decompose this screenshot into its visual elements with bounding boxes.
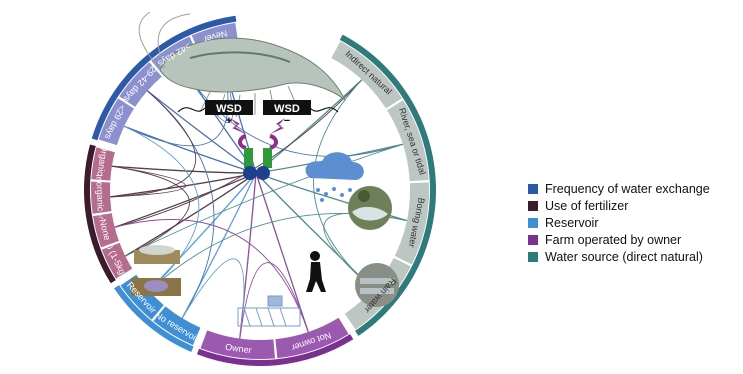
aerator-icon <box>238 296 300 326</box>
legend-item: Reservoir <box>528 214 710 231</box>
lightning-icon <box>270 118 285 134</box>
chord <box>112 166 190 256</box>
legend-label: Reservoir <box>545 216 599 230</box>
legend-item: Water source (direct natural) <box>528 248 710 265</box>
legend-item: Farm operated by owner <box>528 231 710 248</box>
legend-label: Water source (direct natural) <box>545 250 703 264</box>
wsd-negative-label: WSD <box>274 103 300 115</box>
legend: Frequency of water exchange Use of ferti… <box>528 180 710 265</box>
legend-label: Frequency of water exchange <box>545 182 710 196</box>
chord <box>110 173 256 197</box>
legend-item: Use of fertilizer <box>528 197 710 214</box>
legend-swatch <box>528 252 538 262</box>
person-walking-icon <box>306 251 326 292</box>
legend-swatch <box>528 184 538 194</box>
chord <box>182 173 256 318</box>
antibody-icon <box>240 136 276 180</box>
legend-label: Farm operated by owner <box>545 233 681 247</box>
legend-swatch <box>528 218 538 228</box>
pond-photo-icon <box>348 186 392 230</box>
chord <box>124 126 199 291</box>
legend-swatch <box>528 201 538 211</box>
legend-swatch <box>528 235 538 245</box>
chord <box>314 80 373 289</box>
legend-item: Frequency of water exchange <box>528 180 710 197</box>
wsd-positive-sign: + <box>226 115 232 127</box>
wsd-positive-label: WSD <box>216 103 242 115</box>
legend-label: Use of fertilizer <box>545 199 628 213</box>
chord <box>124 126 256 173</box>
wsd-negative-sign: − <box>284 115 290 127</box>
